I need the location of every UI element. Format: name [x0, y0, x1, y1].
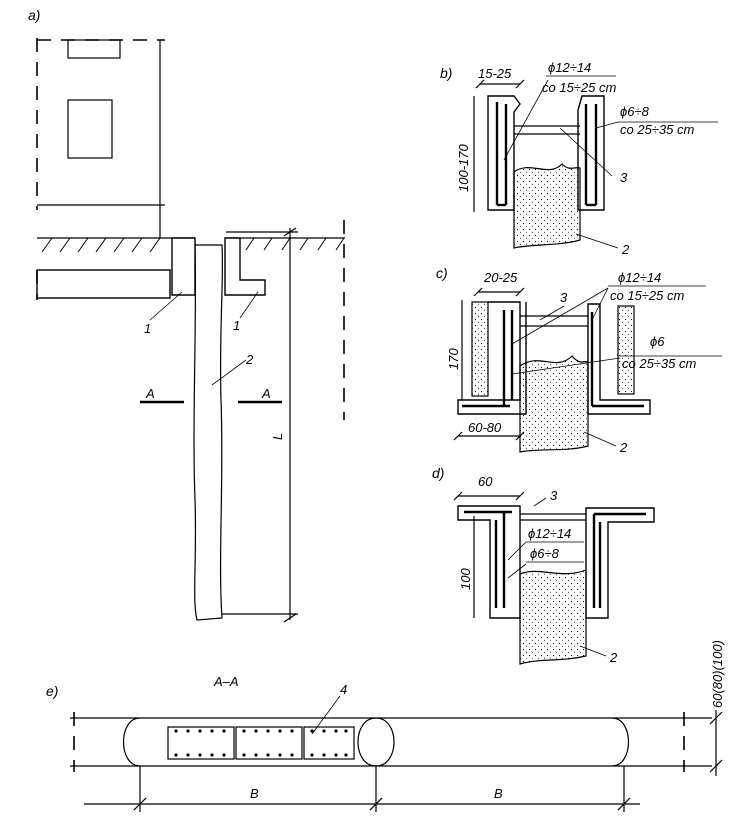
- foundation-beam: [36, 269, 171, 299]
- panel-c-base: 60-80: [468, 420, 502, 435]
- panel-e: e) A–A 4: [46, 640, 725, 812]
- panel-c-left-wall: [457, 301, 527, 415]
- panel-d-left-wall: [457, 505, 521, 619]
- panel-c-rebar-dist: ϕ6: [650, 334, 665, 349]
- building-window: [67, 99, 113, 159]
- panel-c-rebar-main-spacing: co 15÷25 cm: [610, 288, 685, 303]
- panel-d: d) 60 100 3 ϕ12÷14 ϕ6÷8 2: [432, 465, 655, 665]
- panel-d-label-2: 2: [609, 650, 618, 665]
- panel-c-soil-left: [471, 301, 489, 397]
- joint-right: [611, 717, 630, 767]
- depth-label: L: [270, 433, 285, 440]
- panel-b-label-2: 2: [621, 242, 630, 257]
- building-top-notch: [67, 39, 121, 59]
- panel-b-right-wall: [577, 95, 605, 211]
- panel-b-concrete: [513, 163, 581, 249]
- panel-d-rebar-dist: ϕ6÷8: [530, 546, 560, 561]
- panel-c-rebar-dist-spacing: co 25÷35 cm: [622, 356, 697, 371]
- panel-b-width: 15-25: [478, 66, 512, 81]
- panel-d-label: d): [432, 465, 444, 481]
- ground-surface: [37, 237, 345, 253]
- panel-d-width: 60: [478, 474, 493, 489]
- panel-b-label: b): [440, 65, 452, 81]
- panel-b-rebar-dist-spacing: co 25÷35 cm: [620, 122, 695, 137]
- joint-center-left: [357, 717, 377, 767]
- panel-c: c) 20-25 170 60-80 ϕ12÷14 co 15: [436, 265, 722, 455]
- panel-b-rebar-main-spacing: co 15÷25 cm: [542, 80, 617, 95]
- panel-c-rebar-main: ϕ12÷14: [618, 270, 661, 285]
- label-4: 4: [340, 682, 347, 697]
- label-1-left: 1: [144, 321, 151, 336]
- panel-a-label: a): [28, 7, 40, 23]
- panel-c-height: 170: [446, 348, 461, 370]
- label-1-right: 1: [233, 318, 240, 333]
- panel-c-label: c): [436, 265, 448, 281]
- panel-c-soil-right: [617, 305, 635, 395]
- panel-b-rebar-dist: ϕ6÷8: [620, 104, 650, 119]
- panel-c-label-2: 2: [619, 440, 628, 455]
- reinforcement-cages: [167, 726, 355, 760]
- dim-b-left: B: [250, 786, 259, 801]
- panel-d-label-3: 3: [550, 488, 558, 503]
- panel-d-concrete: [519, 569, 587, 665]
- panel-e-label: e): [46, 683, 58, 699]
- label-2-panel-a: 2: [245, 352, 254, 367]
- panel-d-height: 100: [458, 568, 473, 590]
- panel-d-right-wall: [585, 507, 655, 619]
- section-title: A–A: [213, 674, 239, 689]
- joint-left: [122, 717, 141, 767]
- panel-a: a): [28, 7, 345, 623]
- panel-b: b) 15-25 100-170 ϕ12÷14 co 15÷25 cm ϕ6÷8…: [440, 60, 718, 257]
- panel-b-label-3: 3: [620, 170, 628, 185]
- diaphragm-panel: [193, 244, 224, 621]
- guide-wall-left: [171, 237, 196, 296]
- section-label-right: A: [261, 386, 271, 401]
- panel-c-concrete: [519, 355, 589, 453]
- joint-center-right: [375, 717, 395, 767]
- dim-b-right: B: [494, 786, 503, 801]
- panel-b-rebar-main: ϕ12÷14: [548, 60, 591, 75]
- guide-wall-right: [224, 237, 266, 296]
- panel-b-height: 100-170: [456, 144, 471, 192]
- panel-c-label-3: 3: [560, 290, 568, 305]
- panel-c-width: 20-25: [483, 270, 518, 285]
- section-label-left: A: [145, 386, 155, 401]
- thickness-label: 60(80)(100): [710, 640, 725, 708]
- panel-d-rebar-main: ϕ12÷14: [528, 526, 571, 541]
